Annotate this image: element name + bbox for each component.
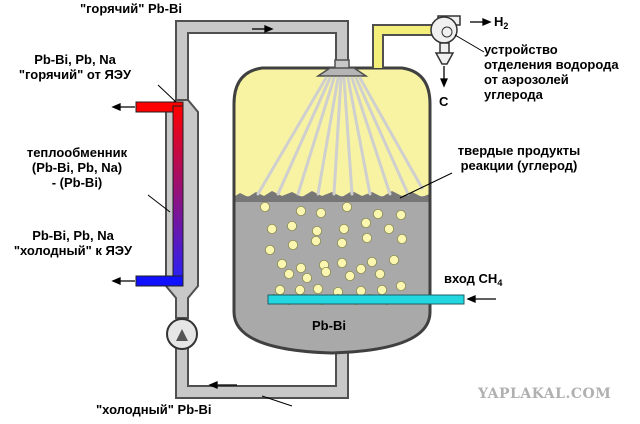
hot-pbbi-label: "горячий" Pb-Bi (80, 1, 182, 16)
cold-to-reactor-line1: Pb-Bi, Pb, Na (32, 228, 114, 243)
methane-bubble (355, 285, 366, 296)
methane-bubble (259, 201, 270, 212)
methane-bubble (344, 270, 355, 281)
methane-bubble (341, 201, 352, 212)
hydrogen-duct (372, 24, 432, 68)
cold-pbbi-label: "холодный" Pb-Bi (96, 402, 212, 417)
methane-bubble (264, 244, 275, 255)
methane-bubble (383, 223, 394, 234)
solid-products-label: твердые продукты реакции (углерод) (444, 143, 594, 173)
separator-line3: от аэрозолей (484, 72, 569, 87)
watermark: YAPLAKAL.COM (478, 386, 612, 402)
methane-inlet-pipe (267, 294, 465, 305)
carbon-label: C (439, 94, 449, 109)
carbon-layer (234, 191, 430, 202)
solid-products-line2: реакции (углерод) (460, 158, 578, 173)
methane-subscript: 4 (497, 278, 503, 288)
methane-bubble (315, 207, 326, 218)
separator-label: устройство отделения водорода от аэрозол… (484, 42, 619, 102)
methane-bubble (395, 209, 406, 220)
heat-exchanger-label: теплообменник (Pb-Bi, Pb, Na) - (Pb-Bi) (4, 145, 150, 190)
methane-bubble (310, 235, 321, 246)
vessel-content-label: Pb-Bi (312, 318, 346, 333)
h2-subscript: 2 (503, 21, 509, 31)
cold-to-reactor-line2: "холодный" к ЯЭУ (13, 243, 133, 258)
methane-bubble (376, 284, 387, 295)
arrow-icon (111, 18, 496, 389)
methane-bubble (266, 223, 277, 234)
methane-inlet-label: вход CH4 (444, 271, 502, 288)
methane-bubble (336, 257, 347, 268)
h2-label: H2 (494, 14, 508, 31)
methane-inlet-text: вход CH (444, 271, 498, 286)
methane-bubble (388, 254, 399, 265)
methane-bubble (311, 225, 322, 236)
pbbi-loop-pipe (175, 20, 349, 399)
methane-bubble (286, 220, 297, 231)
reactor-coolant-legs (135, 101, 184, 287)
methane-bubble (355, 263, 366, 274)
methane-bubble (301, 272, 312, 283)
leader-lines (147, 34, 485, 407)
hot-from-reactor-line1: Pb-Bi, Pb, Na (34, 52, 116, 67)
h2-symbol: H (494, 14, 504, 29)
methane-bubble (283, 268, 294, 279)
separator-line2: отделения водорода (484, 57, 619, 72)
methane-bubble (360, 217, 371, 228)
heat-exchanger-line2: (Pb-Bi, Pb, Na) (31, 160, 123, 175)
methane-bubble (361, 232, 372, 243)
heat-exchanger-tube (172, 105, 184, 287)
methane-bubble (276, 258, 287, 269)
hydrogen-separator-icon (430, 15, 461, 65)
methane-bubble (372, 208, 383, 219)
hot-from-reactor-line2: "горячий" от ЯЭУ (18, 67, 132, 82)
methane-bubble (320, 266, 331, 277)
methane-bubble (338, 223, 349, 234)
cold-leg-pipe (135, 275, 184, 287)
liquid-zone (234, 196, 430, 353)
methane-bubble (294, 284, 305, 295)
solid-products-line1: твердые продукты (457, 143, 581, 158)
heat-exchanger-line3: - (Pb-Bi) (51, 175, 103, 190)
spray-jets (256, 76, 424, 196)
separator-line4: углерода (484, 87, 543, 102)
heat-exchanger-line1: теплообменник (26, 145, 128, 160)
hot-from-reactor-label: Pb-Bi, Pb, Na "горячий" от ЯЭУ (6, 52, 144, 82)
separator-line1: устройство (484, 42, 558, 57)
methane-bubble (336, 237, 347, 248)
methane-bubble (287, 239, 298, 250)
methane-bubble (366, 256, 377, 267)
nozzle-icon (315, 59, 369, 77)
methane-bubble (374, 268, 385, 279)
methane-bubble (396, 233, 407, 244)
pump-icon (166, 318, 198, 350)
methane-bubble (295, 262, 306, 273)
cold-to-reactor-label: Pb-Bi, Pb, Na "холодный" к ЯЭУ (2, 228, 144, 258)
methane-bubble (274, 284, 285, 295)
methane-bubble (295, 205, 306, 216)
methane-bubble (312, 283, 323, 294)
methane-bubbles (259, 201, 407, 305)
methane-bubble (395, 280, 406, 291)
